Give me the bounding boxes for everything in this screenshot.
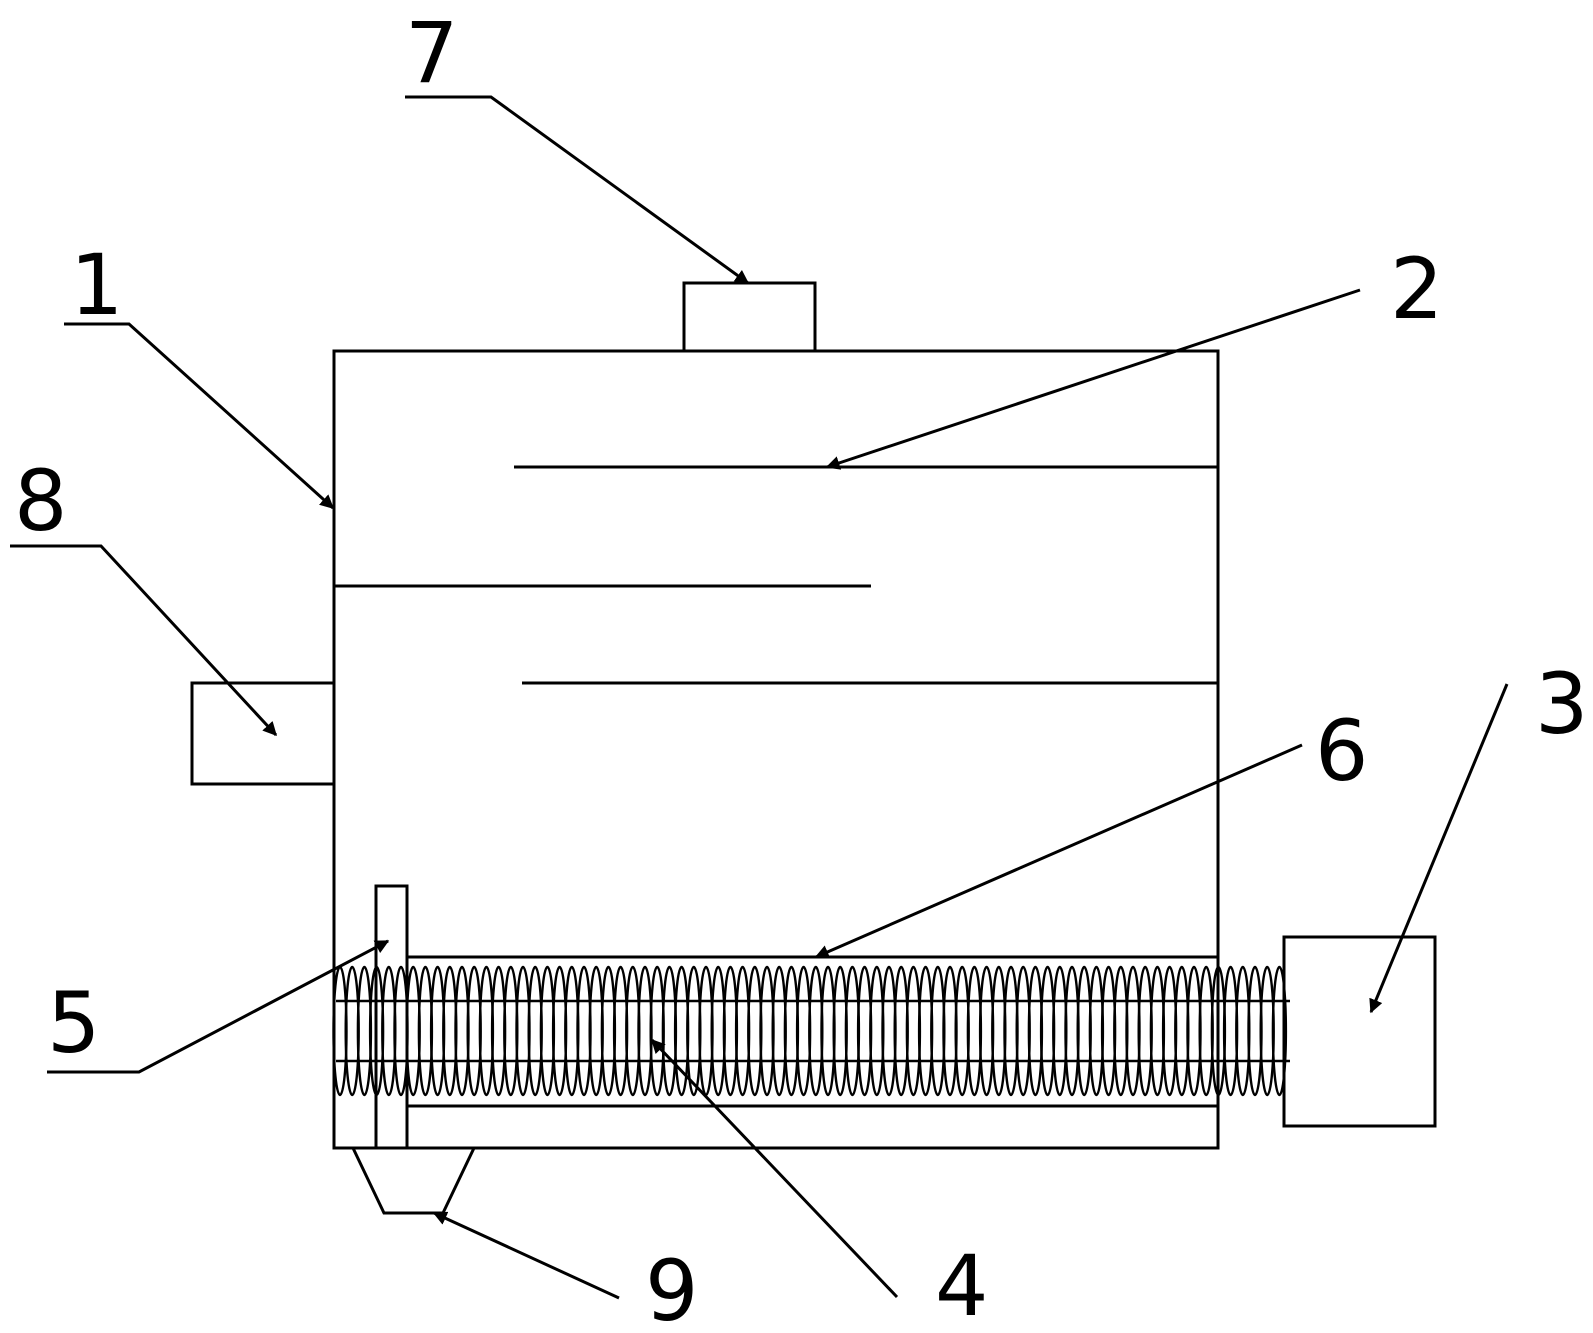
top-inlet (682, 281, 817, 353)
label-3: 3 (1535, 655, 1588, 753)
label-2: 2 (1390, 240, 1443, 338)
leader-7 (405, 95, 750, 285)
label-5: 5 (47, 974, 100, 1072)
label-6: 6 (1315, 702, 1368, 800)
leader-5 (47, 939, 390, 1074)
leader-6 (814, 743, 1303, 959)
label-4: 4 (935, 1237, 988, 1333)
side-outlet (190, 681, 336, 786)
leader-8 (10, 544, 278, 737)
label-7: 7 (405, 4, 458, 102)
label-8: 8 (14, 452, 67, 550)
screw-flight (1271, 965, 1288, 1097)
leader-1 (64, 322, 335, 510)
leader-3 (1369, 683, 1509, 1014)
leader-2 (825, 288, 1361, 470)
label-9: 9 (645, 1242, 698, 1333)
label-1: 1 (70, 236, 123, 334)
stop-plate (374, 884, 409, 1150)
leader-4 (650, 1038, 899, 1299)
screw-shaft (332, 965, 1290, 1097)
discharge-hopper (351, 1147, 476, 1215)
leader-9 (432, 1211, 620, 1300)
drive-motor (1282, 935, 1437, 1128)
